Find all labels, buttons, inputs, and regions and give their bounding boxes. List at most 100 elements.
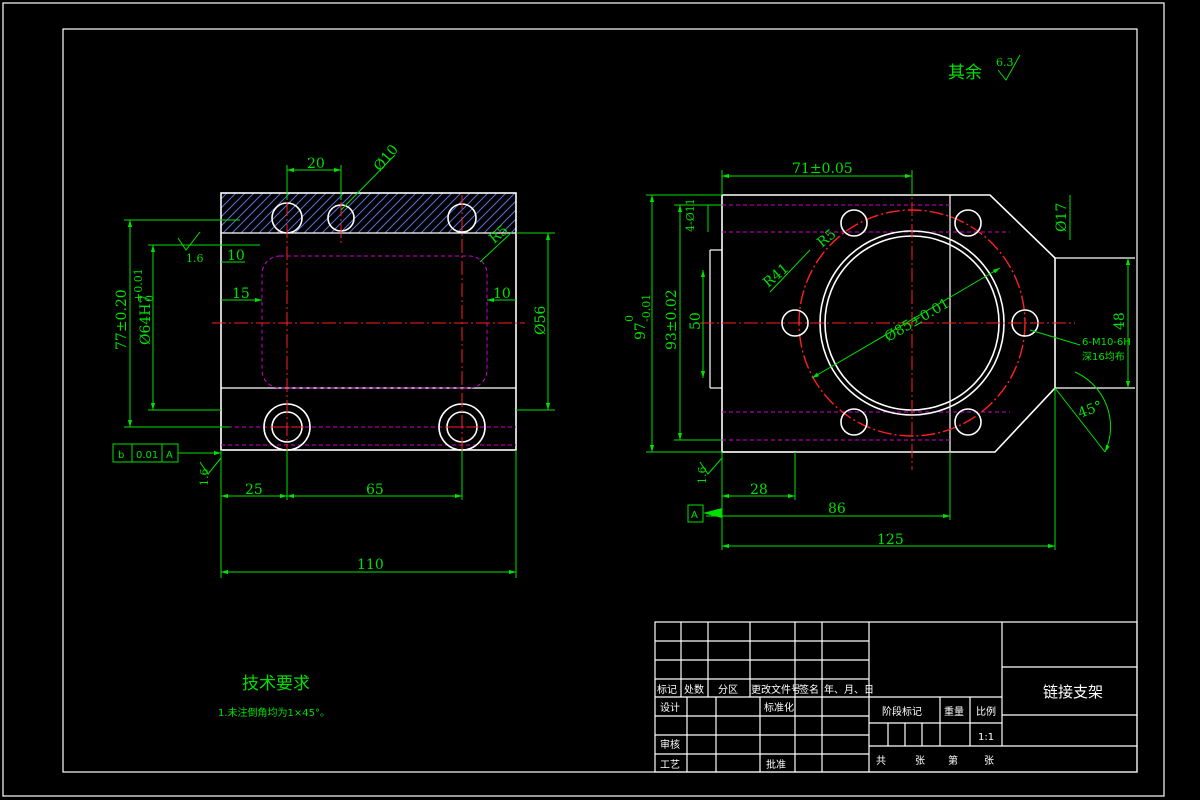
- front-body-outline: [220, 192, 517, 451]
- hatch-line: [221, 193, 246, 218]
- bolt-hole-top-right: [954, 209, 982, 237]
- roughness-symbol-bottom: [199, 457, 222, 475]
- bolt-hole-top-left: [840, 209, 868, 237]
- hatch-line: [411, 193, 453, 233]
- hatch-line: [447, 193, 489, 233]
- hatch-line: [222, 193, 264, 233]
- dim-dia56: Ø56: [533, 306, 549, 335]
- side-roughness-symbol: [699, 457, 723, 475]
- dim-97-upper-tol: 0: [623, 315, 636, 322]
- dim-110: 110: [357, 557, 384, 573]
- dim-50: 50: [688, 312, 704, 330]
- hatch-line: [276, 193, 318, 233]
- dim-dia85: Ø85±0.01: [882, 296, 953, 346]
- dim-20: 20: [307, 156, 325, 172]
- hatch-line: [267, 193, 309, 233]
- dim-28: 28: [750, 482, 768, 498]
- bolt-hole-bottom-left: [840, 408, 868, 436]
- hatch-line: [474, 193, 516, 233]
- dim-77: 77±0.20: [114, 289, 130, 350]
- tb-stage-mark: 阶段标记: [882, 705, 922, 718]
- dim-71: 71±0.05: [792, 161, 853, 177]
- hatch-line: [366, 193, 408, 233]
- tb-header-change-doc: 更改文件号: [751, 683, 801, 696]
- bolt-hole-left: [781, 309, 809, 337]
- roughness-value-bottom: 1.6: [198, 469, 211, 487]
- hatch-line: [384, 193, 426, 233]
- roughness-value: 1.6: [186, 252, 204, 265]
- hatch-line: [303, 193, 345, 233]
- tb-sheet-no: 第: [948, 754, 958, 767]
- hatch-line: [501, 218, 516, 233]
- front-view: [112, 154, 608, 578]
- tol-frame-value: 0.01: [136, 450, 158, 461]
- hatch-line: [492, 209, 516, 233]
- hatch-line: [312, 193, 354, 233]
- hatch-line: [357, 193, 399, 233]
- dim-86: 86: [828, 501, 846, 517]
- tb-sheet-unit-1: 张: [915, 755, 925, 767]
- tech-req-line-1: 1.未注倒角均为1×45°。: [218, 706, 330, 719]
- dim-65: 65: [366, 482, 384, 498]
- tb-scale-value: 1:1: [978, 732, 994, 743]
- hatch-line: [221, 193, 237, 209]
- inner-frame: [62, 28, 1138, 773]
- thread-note-1: 6-M10-6H: [1082, 337, 1131, 348]
- dim-15: 15: [232, 286, 250, 302]
- dim-45deg: 45°: [1076, 398, 1105, 422]
- tb-header-zone: 分区: [718, 684, 738, 696]
- outer-border: [2, 2, 1165, 797]
- dim-97: 97: [633, 322, 649, 340]
- hatch-line: [393, 193, 435, 233]
- hatch-line: [231, 193, 273, 233]
- hatch-line: [330, 193, 372, 233]
- dim-25: 25: [245, 482, 263, 498]
- tb-sheet-total: 共: [876, 755, 886, 767]
- hatch-line: [294, 193, 336, 233]
- bolt-hole-bottom-right: [954, 408, 982, 436]
- hatch-line: [375, 193, 417, 233]
- hatch-line: [221, 193, 255, 227]
- roughness-symbol: [177, 231, 201, 251]
- hatch-line: [321, 193, 363, 233]
- hatch-line: [348, 193, 390, 233]
- tb-process: 工艺: [660, 759, 680, 771]
- hatch-line: [240, 193, 282, 233]
- dim-dia64-lower-tol: 0: [143, 295, 156, 302]
- hatch-line: [420, 193, 462, 233]
- tb-part-name: 链接支架: [1043, 683, 1103, 701]
- dim-125: 125: [877, 532, 904, 548]
- tb-standard: 标准化: [764, 701, 794, 714]
- tb-approve: 批准: [766, 758, 786, 771]
- tb-header-date: 年、月、日: [824, 683, 874, 696]
- hatch-line: [549, 190, 599, 240]
- hatch-line: [258, 193, 300, 233]
- side-roughness-value: 1.6: [696, 467, 709, 485]
- tb-header-count: 处数: [684, 683, 704, 696]
- dim-10-left: 10: [227, 248, 245, 264]
- tb-sheet-unit-2: 张: [984, 755, 994, 767]
- hatch-line: [402, 193, 444, 233]
- tol-frame-datum: A: [166, 450, 173, 461]
- front-hidden-cavity: [261, 255, 488, 389]
- datum-a-box: [687, 504, 704, 523]
- hatch-line: [510, 227, 516, 233]
- hatch-line: [483, 200, 516, 233]
- side-view: [646, 170, 1135, 550]
- dim-r41: R41: [760, 261, 792, 291]
- dim-dia64h7: Ø64H7: [138, 295, 154, 345]
- hatch-line: [558, 190, 608, 240]
- dim-dia17: Ø17: [1054, 203, 1070, 232]
- surface-note-symbol: [997, 54, 1021, 81]
- tol-frame-char: b: [118, 450, 124, 461]
- title-block: [654, 621, 1138, 773]
- dim-97-lower-tol: -0.01: [640, 294, 653, 322]
- tb-review: 审核: [660, 738, 680, 751]
- tb-scale-label: 比例: [976, 705, 996, 718]
- dim-48: 48: [1112, 312, 1128, 330]
- datum-a-label: A: [691, 510, 698, 521]
- tech-req-title: 技术要求: [242, 674, 310, 694]
- hatch-line: [249, 193, 291, 233]
- tb-header-mark: 标记: [657, 684, 677, 696]
